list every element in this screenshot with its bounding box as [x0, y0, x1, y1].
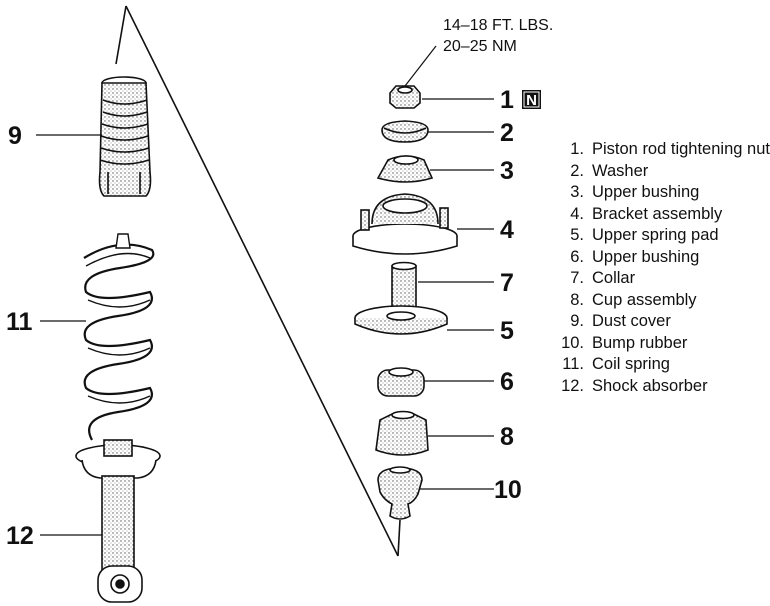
legend-number: 9.	[570, 312, 584, 330]
shock-absorber-part	[75, 439, 161, 603]
legend-number: 1.	[570, 140, 584, 158]
legend-label: Upper bushing	[592, 183, 700, 201]
tightening-nut-part	[389, 85, 421, 109]
legend-item: 11. Coil spring	[544, 354, 770, 376]
callout-9: 9	[8, 122, 22, 150]
legend-item: 2. Washer	[544, 161, 770, 183]
legend-item: 1. Piston rod tightening nut	[544, 139, 770, 161]
legend-number: 5.	[570, 226, 584, 244]
torque-spec-ftlbs: 14–18 FT. LBS.	[443, 17, 553, 34]
legend-label: Cup assembly	[592, 290, 697, 309]
bracket-assembly-part	[352, 193, 458, 255]
legend-label: Upper bushing	[592, 247, 700, 266]
nut-badge: N	[522, 90, 541, 109]
bump-rubber-part	[377, 466, 423, 520]
coil-spring-part	[83, 233, 155, 441]
legend-number: 11.	[562, 355, 584, 373]
legend-label: Collar	[592, 269, 636, 287]
legend-label: Coil spring	[592, 355, 670, 373]
callout-12: 12	[6, 522, 34, 550]
callout-6: 6	[500, 368, 514, 396]
parts-legend: 1. Piston rod tightening nut 2. Washer 3. U…	[544, 139, 770, 397]
legend-number: 6.	[570, 247, 584, 266]
legend-item: 7. Collar	[544, 268, 770, 290]
legend-label: Washer	[592, 161, 649, 180]
upper-bushing-lower-part	[377, 367, 425, 397]
legend-item: 12. Shock absorber	[544, 376, 770, 398]
legend-label: Piston rod tightening nut	[592, 140, 770, 158]
cup-assembly-part	[375, 410, 429, 456]
legend-item: 8. Cup assembly	[544, 290, 770, 312]
legend-number: 8.	[570, 290, 584, 309]
callout-5: 5	[500, 317, 514, 345]
callout-4: 4	[500, 216, 514, 244]
assembly-guide-lines	[115, 5, 401, 557]
leader-lines	[36, 45, 494, 536]
legend-label: Bump rubber	[592, 333, 688, 352]
legend-number: 10.	[561, 333, 584, 352]
callout-3: 3	[500, 157, 514, 185]
callout-7: 7	[500, 269, 514, 297]
callout-2: 2	[500, 119, 514, 147]
legend-label: Bracket assembly	[592, 204, 723, 223]
callout-10: 10	[494, 476, 522, 504]
legend-number: 7.	[570, 269, 584, 287]
legend-item: 10. Bump rubber	[544, 333, 770, 355]
legend-number: 3.	[570, 183, 584, 201]
torque-spec-nm: 20–25 NM	[443, 38, 517, 55]
nut-badge-letter: N	[526, 92, 537, 109]
legend-label: Upper spring pad	[592, 226, 719, 244]
legend-item: 4. Bracket assembly	[544, 204, 770, 226]
legend-item: 5. Upper spring pad	[544, 225, 770, 247]
legend-number: 4.	[570, 204, 584, 223]
upper-bushing-part	[376, 155, 434, 183]
legend-item: 9. Dust cover	[544, 311, 770, 333]
legend-number: 2.	[570, 161, 584, 180]
callout-11: 11	[6, 308, 33, 336]
legend-number: 12.	[561, 376, 584, 395]
collar-part	[391, 261, 417, 309]
callout-8: 8	[500, 423, 514, 451]
upper-spring-pad-part	[354, 305, 448, 335]
legend-label: Dust cover	[592, 312, 671, 330]
legend-item: 3. Upper bushing	[544, 182, 770, 204]
legend-item: 6. Upper bushing	[544, 247, 770, 269]
legend-label: Shock absorber	[592, 376, 708, 395]
callout-1: 1	[500, 86, 514, 114]
washer-part	[381, 120, 429, 143]
dust-cover-part	[98, 76, 152, 197]
